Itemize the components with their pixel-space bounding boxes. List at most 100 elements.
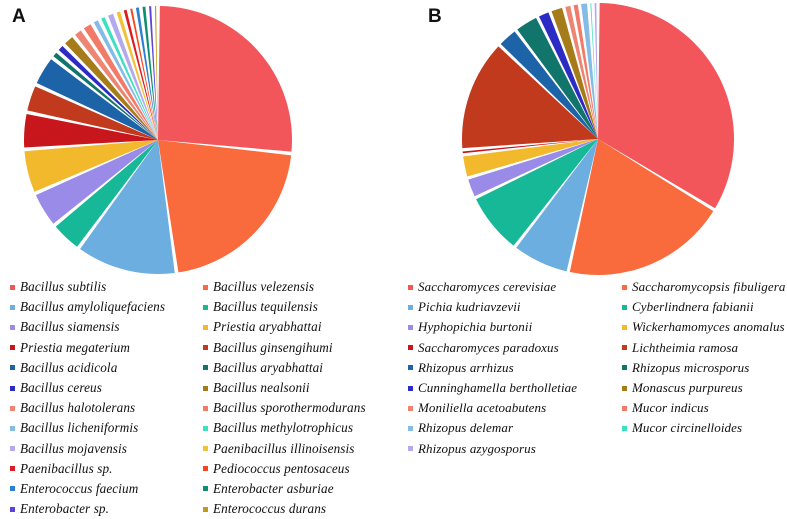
pie-slice[interactable] <box>573 4 598 140</box>
legend-item[interactable]: Rhizopus delemar <box>402 418 616 438</box>
legend-panel-b: Saccharomyces cerevisiae Saccharomycopsis… <box>400 277 787 459</box>
pie-slice[interactable] <box>108 13 158 140</box>
legend-item[interactable]: Bacillus methylotrophicus <box>197 418 404 438</box>
pie-slice[interactable] <box>551 7 599 140</box>
legend-swatch-icon <box>203 405 208 411</box>
pie-slice[interactable] <box>516 139 598 272</box>
pie-slice[interactable] <box>581 3 598 139</box>
legend-item[interactable]: Paenibacillus sp. <box>4 459 197 479</box>
legend-item[interactable]: Lichtheimia ramosa <box>616 338 787 358</box>
legend-item[interactable]: Hyphopichia burtonii <box>402 317 616 337</box>
pie-slice[interactable] <box>590 3 598 140</box>
legend-item[interactable]: Cyberlindnera fabianii <box>616 297 787 317</box>
pie-slice[interactable] <box>154 6 158 141</box>
legend-label: Bacillus cereus <box>20 379 102 395</box>
legend-label: Moniliella acetoabutens <box>418 400 547 416</box>
pie-slice[interactable] <box>462 139 598 154</box>
legend-item[interactable]: Bacillus mojavensis <box>4 439 197 459</box>
legend-item[interactable]: Cunninghamella bertholletiae <box>402 378 616 398</box>
pie-slice[interactable] <box>80 140 175 275</box>
pie-slice[interactable] <box>24 140 158 192</box>
legend-item[interactable]: Wickerhamomyces anomalus <box>616 317 787 337</box>
legend-item[interactable]: Mucor circinelloides <box>616 418 787 438</box>
legend-item[interactable]: Monascus purpureus <box>616 378 787 398</box>
legend-item[interactable]: Bacillus acidicola <box>4 358 197 378</box>
pie-slice[interactable] <box>517 17 598 139</box>
legend-item[interactable]: Pediococcus pentosaceus <box>197 459 404 479</box>
pie-slice[interactable] <box>35 140 158 224</box>
legend-item[interactable]: Bacillus nealsonii <box>197 378 404 398</box>
legend-item[interactable]: Moniliella acetoabutens <box>402 398 616 418</box>
legend-item[interactable]: Bacillus licheniformis <box>4 418 197 438</box>
pie-slice[interactable] <box>594 3 598 140</box>
pie-slice[interactable] <box>565 5 598 139</box>
legend-label: Rhizopus microsporus <box>632 359 750 375</box>
legend-item[interactable]: Priestia megaterium <box>4 338 197 358</box>
pie-slice[interactable] <box>53 52 159 140</box>
pie-slice[interactable] <box>476 139 598 246</box>
legend-item[interactable]: Bacillus sporothermodurans <box>197 398 404 418</box>
legend-item[interactable]: Rhizopus azygosporus <box>402 439 616 459</box>
legend-item[interactable]: Enterococcus durans <box>197 499 404 519</box>
pie-slice[interactable] <box>598 3 735 209</box>
pie-slice[interactable] <box>142 6 158 140</box>
legend-item[interactable]: Bacillus aryabhattai <box>197 358 404 378</box>
legend-swatch-icon <box>203 385 208 391</box>
legend-item[interactable]: Paenibacillus illinoisensis <box>197 439 404 459</box>
legend-item[interactable]: Bacillus subtilis <box>4 277 197 297</box>
pie-slice[interactable] <box>93 20 158 141</box>
legend-item[interactable]: Enterobacter sp. <box>4 499 197 519</box>
legend-item[interactable]: Enterococcus faecium <box>4 479 197 499</box>
pie-slice[interactable] <box>500 31 598 139</box>
legend-item[interactable]: Priestia aryabhattai <box>197 317 404 337</box>
pie-slice[interactable] <box>55 140 158 247</box>
legend-item[interactable]: Bacillus cereus <box>4 378 197 398</box>
legend-label: Saccharomyces cerevisiae <box>418 279 557 294</box>
legend-label: Bacillus nealsonii <box>213 379 310 395</box>
pie-slice[interactable] <box>75 30 158 140</box>
pie-slice[interactable] <box>158 140 292 273</box>
legend-swatch-icon <box>203 324 208 330</box>
pie-slice[interactable] <box>468 139 598 197</box>
legend-swatch-icon <box>10 304 15 310</box>
legend-item[interactable]: Rhizopus arrhizus <box>402 358 616 378</box>
pie-slice[interactable] <box>569 139 714 275</box>
pie-slice[interactable] <box>27 86 159 140</box>
legend-label: Paenibacillus illinoisensis <box>213 440 355 456</box>
pie-slice[interactable] <box>116 11 158 140</box>
legend-item[interactable]: Enterobacter asburiae <box>197 479 404 499</box>
pie-slice[interactable] <box>463 139 598 177</box>
legend-label: Bacillus licheniformis <box>20 420 139 436</box>
legend-item[interactable]: Bacillus ginsengihumi <box>197 338 404 358</box>
legend-item[interactable]: Bacillus tequilensis <box>197 297 404 317</box>
legend-label: Bacillus aryabhattai <box>213 359 324 375</box>
legend-label: Pichia kudriavzevii <box>418 299 521 315</box>
pie-slice[interactable] <box>539 12 598 139</box>
legend-item[interactable]: Saccharomycopsis fibuligera <box>616 277 787 297</box>
legend-label: Bacillus ginsengihumi <box>213 339 333 355</box>
legend-label: Cunninghamella bertholletiae <box>418 379 578 395</box>
legend-label: Cyberlindnera fabianii <box>632 299 754 315</box>
legend-item[interactable]: Saccharomyces paradoxus <box>402 338 616 358</box>
legend-item[interactable]: Saccharomyces cerevisiae <box>402 277 616 297</box>
pie-slice[interactable] <box>58 46 158 141</box>
legend-item[interactable]: Mucor indicus <box>616 398 787 418</box>
pie-slice[interactable] <box>135 7 158 141</box>
legend-item[interactable]: Bacillus halotolerans <box>4 398 197 418</box>
pie-slice[interactable] <box>65 37 158 140</box>
legend-item[interactable]: Rhizopus microsporus <box>616 358 787 378</box>
pie-slice[interactable] <box>83 24 158 141</box>
pie-slice[interactable] <box>149 6 158 141</box>
pie-slice[interactable] <box>24 114 159 148</box>
pie-slice[interactable] <box>462 46 598 149</box>
legend-item[interactable]: Pichia kudriavzevii <box>402 297 616 317</box>
pie-slice[interactable] <box>123 9 158 140</box>
pie-slice[interactable] <box>158 6 293 152</box>
pie-slice[interactable] <box>130 8 158 141</box>
pie-slice[interactable] <box>36 59 158 140</box>
pie-slice[interactable] <box>101 17 158 140</box>
legend-item[interactable]: Bacillus velezensis <box>197 277 404 297</box>
legend-item[interactable]: Bacillus siamensis <box>4 317 197 337</box>
legend-item[interactable]: Bacillus amyloliquefaciens <box>4 297 197 317</box>
